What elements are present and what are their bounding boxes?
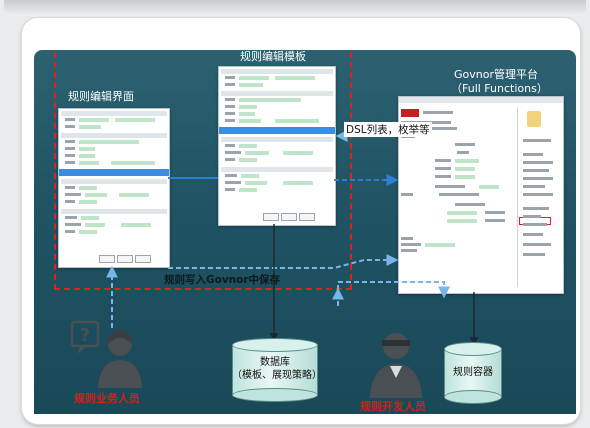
svg-text:?: ? xyxy=(80,325,90,346)
rule-template-screenshot xyxy=(218,66,336,226)
db-label-line2: （模板、展现策略） xyxy=(232,370,322,381)
diagram-panel: 规则编辑界面 规则编辑模板 Govnor管理平台 （Full Functions… xyxy=(34,50,576,414)
top-bar xyxy=(4,0,586,16)
db-label-line1: 数据库 xyxy=(260,357,290,368)
save-label: 规则写入Govnor中保存 xyxy=(164,274,281,286)
business-user-label: 规则业务人员 xyxy=(74,392,140,405)
govnor-title: Govnor管理平台 xyxy=(454,68,538,81)
question-bubble-icon: ? xyxy=(70,320,100,354)
save-arrow xyxy=(168,254,399,269)
container-cylinder-icon: 规则容器 xyxy=(444,342,502,404)
govnor-subtitle: （Full Functions） xyxy=(451,82,548,95)
left-screen-title: 规则编辑界面 xyxy=(68,90,134,103)
developer-label: 规则开发人员 xyxy=(360,400,426,413)
slide-frame: 规则编辑界面 规则编辑模板 Govnor管理平台 （Full Functions… xyxy=(22,18,580,424)
developer-person-icon xyxy=(370,333,422,398)
dsl-label: DSL列表，枚举等 xyxy=(344,122,432,137)
developer-to-govnor xyxy=(337,281,450,306)
flow-arrows xyxy=(106,130,479,346)
rule-editing-screenshot xyxy=(58,108,170,268)
person-icon: ? xyxy=(70,320,142,388)
container-label: 规则容器 xyxy=(453,367,493,378)
template-title: 规则编辑模板 xyxy=(240,50,306,63)
database-cylinder-icon: 数据库 （模板、展现策略） xyxy=(232,338,322,402)
